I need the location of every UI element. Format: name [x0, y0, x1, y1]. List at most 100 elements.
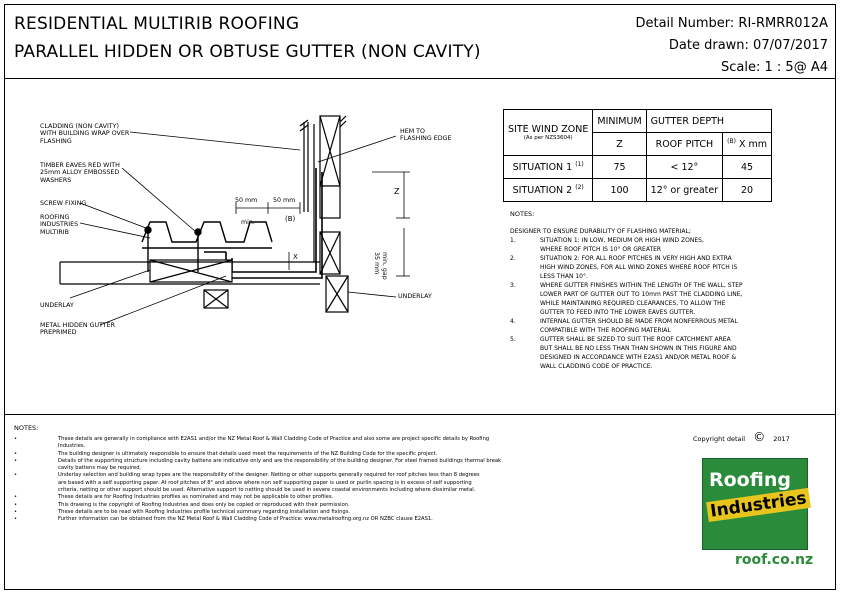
- general-note-text: criteria, netting or other support shoul…: [58, 487, 476, 494]
- date-drawn: Date drawn: 07/07/2017: [668, 38, 828, 53]
- note-line: GUTTER TO FEED INTO THE LOWER EAVES GUTT…: [510, 309, 695, 316]
- note-text: COMPATIBLE WITH THE ROOFING MATERIAL: [540, 327, 671, 334]
- wind-zone-table: SITE WIND ZONE (As per NZS3604) MINIMUM …: [502, 109, 773, 202]
- note-line: LOWER PART OF GUTTER OUT TO 10mm PAST TH…: [510, 291, 742, 298]
- note-number: 1.: [510, 237, 516, 244]
- scale: Scale: 1 : 5@ A4: [721, 60, 828, 75]
- general-notes-list: •These details are generally in complian…: [14, 436, 501, 524]
- cell-pitch-1: < 12°: [645, 155, 724, 179]
- th-site-wind-zone: SITE WIND ZONE (As per NZS3604): [502, 109, 594, 156]
- general-note-text: These details are for Roofing Industries…: [58, 494, 334, 501]
- table-row: SITUATION 2 (2) 100 12° or greater 20: [502, 178, 773, 202]
- note-text: BUT SHALL BE NO LESS THAN THAN SHOWN IN …: [540, 345, 737, 352]
- note-number: 5.: [510, 336, 516, 343]
- note-text: DESIGNER TO ENSURE DURABILITY OF FLASHIN…: [510, 228, 691, 235]
- copyright: Copyright detail © 2017: [693, 430, 790, 444]
- logo-line-1: Roofing: [709, 469, 791, 491]
- general-note-line: • These details are to be read with Roofi…: [14, 509, 501, 516]
- note-line: COMPATIBLE WITH THE ROOFING MATERIAL: [510, 327, 671, 334]
- note-text: WHERE ROOF PITCH IS 10° OR GREATER: [540, 246, 662, 253]
- roofing-profile: [141, 221, 273, 249]
- note-text: WHILE MAINTAINING REQUIRED CLEARANCES, T…: [540, 300, 726, 307]
- general-note-text: Industries.: [58, 443, 86, 450]
- note-line: 4. INTERNAL GUTTER SHOULD BE MADE FROM NO…: [510, 318, 738, 325]
- general-note-text: are based with a self supporting paper. …: [58, 479, 472, 486]
- th-x-mm: (B) X mm: [722, 132, 773, 156]
- note-line: 1. SITUATION 1: IN LOW, MEDIUM OR HIGH WI…: [510, 237, 704, 244]
- general-note-text: Further information can be obtained from…: [58, 516, 433, 523]
- detail-number: Detail Number: RI-RMRR012A: [635, 16, 828, 31]
- note-number: 3.: [510, 282, 516, 289]
- bullet: •: [14, 457, 18, 464]
- general-note-line: •These details are for Roofing Industrie…: [14, 494, 501, 501]
- general-note-text: cavity battens may be required.: [58, 465, 142, 472]
- general-note-line: • Details of the supporting structure inc…: [14, 458, 501, 465]
- note-text: INTERNAL GUTTER SHOULD BE MADE FROM NONF…: [540, 318, 738, 325]
- dim-b: (B): [285, 215, 296, 223]
- note-text: GUTTER SHALL BE SIZED TO SUIT THE ROOF C…: [540, 336, 731, 343]
- general-note-line: •This drawing is the copyright of Roofin…: [14, 502, 501, 509]
- drawing-frame: [4, 4, 836, 590]
- leader-lines: [69, 131, 397, 326]
- bullet: •: [14, 450, 18, 457]
- general-note-text: Underlay selection and building wrap typ…: [58, 472, 480, 479]
- note-line: LESS THAN 10°.: [510, 273, 588, 280]
- note-line: BUT SHALL BE NO LESS THAN THAN SHOWN IN …: [510, 345, 737, 352]
- th-minimum-z: Z: [592, 132, 647, 156]
- note-line: DESIGNED IN ACCORDANCE WITH E2AS1 AND/OR…: [510, 354, 736, 361]
- dim-50mm-right: 50 mm: [273, 197, 296, 204]
- bullet: •: [14, 436, 18, 442]
- note-line: WALL CLADDING CODE OF PRACTICE.: [510, 363, 653, 370]
- general-notes-title: NOTES:: [14, 424, 39, 432]
- general-note-line: are based with a self supporting paper. …: [14, 480, 501, 487]
- general-note-text: These details are to be read with Roofin…: [58, 508, 351, 515]
- bullet: [14, 465, 58, 472]
- timber-purlin: [149, 259, 233, 309]
- bullet: [14, 443, 58, 450]
- dim-z: Z: [394, 187, 400, 196]
- cell-x-1: 45: [722, 155, 773, 179]
- general-note-line: cavity battens may be required.: [14, 465, 501, 472]
- label-cladding: CLADDING (NON CAVITY)WITH BUILDING WRAP …: [40, 123, 130, 145]
- table-row: SITUATION 1 (1) 75 < 12° 45: [502, 155, 773, 179]
- general-note-line: •These details are generally in complian…: [14, 436, 501, 443]
- bullet: [14, 487, 58, 494]
- header-divider: [4, 78, 836, 79]
- roofing-industries-logo: Roofing Industries: [702, 458, 811, 550]
- note-line: WHILE MAINTAINING REQUIRED CLEARANCES, T…: [510, 300, 725, 307]
- note-line: WHERE ROOF PITCH IS 10° OR GREATER: [510, 246, 661, 253]
- label-underlay-left: UNDERLAY: [40, 302, 74, 309]
- note-number: 4.: [510, 318, 516, 325]
- th-gutter-depth: GUTTER DEPTH: [645, 109, 773, 133]
- screw-fixings: [144, 226, 202, 272]
- general-note-text: Details of the supporting structure incl…: [58, 457, 502, 464]
- dim-50mm-left: 50 mm: [235, 197, 258, 204]
- note-text: DESIGNED IN ACCORDANCE WITH E2AS1 AND/OR…: [540, 354, 737, 361]
- wall-framing: [319, 115, 349, 313]
- cell-situation-1: SITUATION 1 (1): [502, 155, 594, 179]
- logo-line-2: Industries: [706, 487, 811, 523]
- dim-min: min.: [241, 219, 255, 226]
- note-text: LESS THAN 10°.: [540, 273, 588, 280]
- general-note-line: • Further information can be obtained fro…: [14, 516, 501, 523]
- note-line: 2.SITUATION 2: FOR ALL ROOF PITCHES IN V…: [510, 255, 732, 262]
- note-line: HIGH WIND ZONES, FOR ALL WIND ZONES WHER…: [510, 264, 737, 271]
- logo-url: roof.co.nz: [735, 552, 814, 568]
- dim-x: X: [293, 253, 298, 261]
- bullet: •: [14, 516, 18, 523]
- bullet: •: [14, 508, 18, 515]
- cell-x-2: 20: [722, 178, 773, 202]
- bullet: •: [14, 501, 18, 508]
- note-text: HIGH WIND ZONES, FOR ALL WIND ZONES WHER…: [540, 264, 738, 271]
- title-line-1: RESIDENTIAL MULTIRIB ROOFING: [14, 14, 300, 34]
- note-text: SITUATION 1: IN LOW, MEDIUM OR HIGH WIND…: [540, 237, 704, 244]
- note-text: LOWER PART OF GUTTER OUT TO 10mm PAST TH…: [540, 291, 743, 298]
- label-underlay-right: UNDERLAY: [398, 293, 432, 300]
- cell-z-1: 75: [592, 155, 647, 179]
- bullet: •: [14, 472, 18, 479]
- cladding: [299, 115, 347, 262]
- bullet: [14, 480, 58, 487]
